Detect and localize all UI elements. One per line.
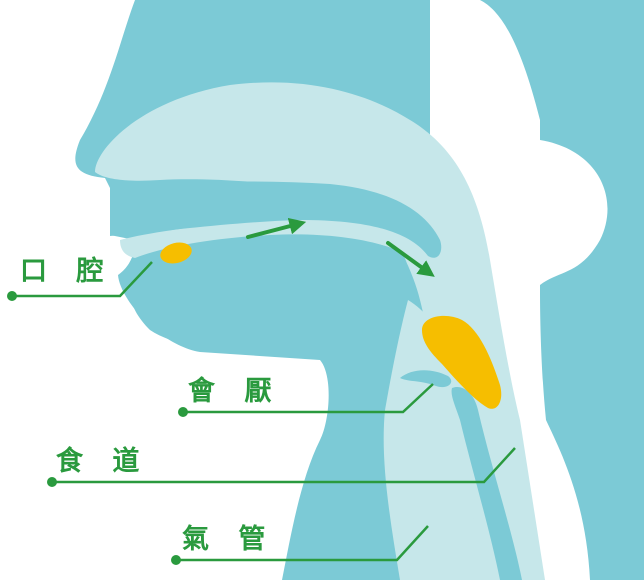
- label-trachea: 氣 管: [182, 524, 275, 555]
- label-esophagus: 食 道: [56, 445, 149, 477]
- label-oral-cavity: 口 腔: [20, 256, 113, 287]
- leader-dot-trachea: [171, 555, 181, 565]
- leader-dot-oral-cavity: [7, 291, 17, 301]
- leader-dot-esophagus: [47, 477, 57, 487]
- leader-dot-epiglottis: [178, 407, 188, 417]
- label-epiglottis: 會 厭: [188, 375, 281, 407]
